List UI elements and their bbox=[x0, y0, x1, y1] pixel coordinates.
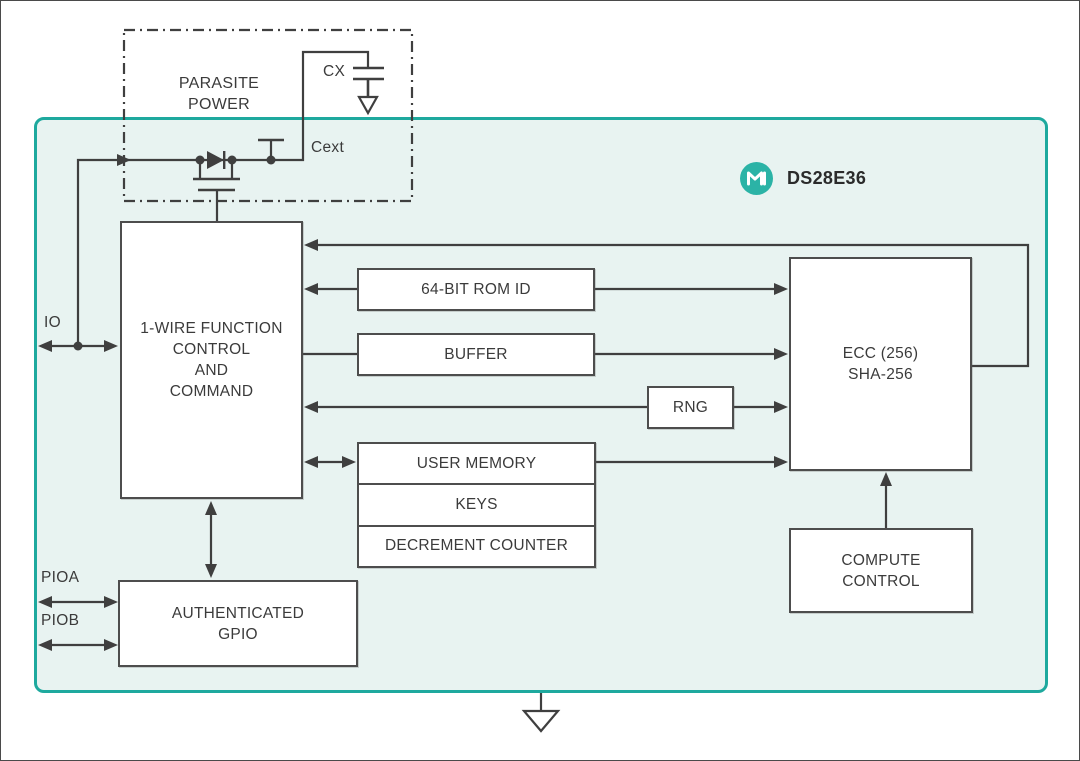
arrowhead bbox=[774, 283, 788, 295]
arrowhead bbox=[38, 639, 52, 651]
compute-line1: COMPUTE bbox=[841, 551, 921, 569]
buffer-label: BUFFER bbox=[444, 346, 508, 363]
arrowhead bbox=[774, 348, 788, 360]
gpio-line2: GPIO bbox=[218, 625, 258, 643]
piob-label: PIOB bbox=[41, 612, 80, 629]
arrowhead bbox=[342, 456, 356, 468]
parasite-power-line1: PARASITE bbox=[178, 75, 260, 92]
one-wire-line2: CONTROL bbox=[172, 341, 251, 358]
block-buffer: BUFFER bbox=[357, 333, 595, 376]
block-one-wire-function: 1-WIRE FUNCTION CONTROL AND COMMAND bbox=[120, 221, 303, 499]
brand: DS28E36 bbox=[740, 162, 866, 195]
block-rng: RNG bbox=[647, 386, 734, 429]
arrowhead bbox=[774, 456, 788, 468]
memory-row-decrement-counter: DECREMENT COUNTER bbox=[359, 524, 594, 566]
arrowhead bbox=[304, 401, 318, 413]
parasite-power-dashed-box bbox=[122, 28, 414, 203]
arrowhead bbox=[104, 340, 118, 352]
mosfet-icon bbox=[193, 160, 240, 221]
cx-capacitor-icon bbox=[353, 66, 384, 97]
io-label: IO bbox=[44, 314, 61, 331]
arrowhead bbox=[38, 596, 52, 608]
parasite-power-wire bbox=[76, 50, 370, 346]
cx-label: CX bbox=[323, 63, 346, 80]
gpio-line1: AUTHENTICATED bbox=[171, 604, 305, 622]
arrowhead bbox=[205, 564, 217, 578]
block-compute-control: COMPUTE CONTROL bbox=[789, 528, 973, 613]
one-wire-line1: 1-WIRE FUNCTION bbox=[140, 320, 283, 337]
ecc-line2: SHA-256 bbox=[848, 366, 913, 383]
rng-label: RNG bbox=[672, 399, 709, 416]
arrowhead bbox=[104, 596, 118, 608]
pioa-label: PIOA bbox=[41, 569, 80, 586]
chip-name: DS28E36 bbox=[787, 168, 867, 188]
block-ecc-sha: ECC (256) SHA-256 bbox=[789, 257, 972, 471]
one-wire-line4: COMMAND bbox=[169, 383, 254, 400]
memory-row-keys: KEYS bbox=[359, 483, 594, 524]
arrowhead bbox=[205, 501, 217, 515]
junction-dot bbox=[73, 341, 83, 351]
diode-icon bbox=[207, 151, 226, 169]
parasite-power-label: PARASITE POWER bbox=[149, 73, 289, 115]
arrowhead bbox=[880, 472, 892, 486]
arrowhead bbox=[304, 283, 318, 295]
arrowhead bbox=[304, 456, 318, 468]
arrowhead bbox=[304, 239, 318, 251]
arrowhead bbox=[774, 401, 788, 413]
rom-id-label: 64-BIT ROM ID bbox=[421, 281, 531, 298]
arrowhead bbox=[117, 154, 131, 166]
memory-row-user-memory: USER MEMORY bbox=[416, 454, 537, 472]
arrowhead bbox=[38, 340, 52, 352]
one-wire-line3: AND bbox=[194, 362, 229, 379]
cx-ground-icon bbox=[357, 95, 379, 116]
junction-dot bbox=[266, 155, 276, 165]
junction-dot bbox=[227, 155, 237, 165]
cext-label: Cext bbox=[311, 139, 345, 156]
ecc-feedback-wire bbox=[316, 243, 1030, 368]
compute-line2: CONTROL bbox=[842, 572, 920, 590]
block-authenticated-gpio: AUTHENTICATED GPIO bbox=[118, 580, 358, 667]
gnd-icon bbox=[521, 709, 561, 733]
maxim-logo-icon bbox=[740, 162, 773, 195]
arrowhead bbox=[104, 639, 118, 651]
ecc-line1: ECC (256) bbox=[842, 345, 919, 362]
parasite-power-line2: POWER bbox=[188, 96, 250, 113]
junction-dot bbox=[195, 155, 205, 165]
block-rom-id: 64-BIT ROM ID bbox=[357, 268, 595, 311]
block-memory-stack: USER MEMORY KEYS DECREMENT COUNTER bbox=[357, 442, 596, 568]
